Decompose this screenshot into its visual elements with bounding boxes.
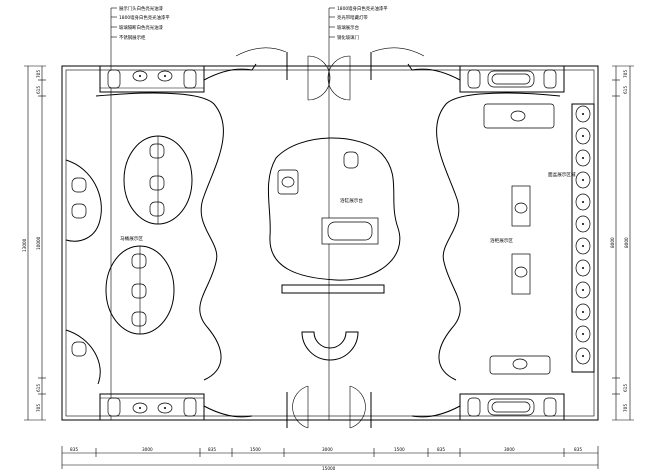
dim-bottom-7: 835 [437,447,445,452]
entrance-bottom [286,385,372,429]
dim-left-5: 705 [36,404,41,412]
note-right-1: 1800墙身白色亮光油漆平 [337,5,388,12]
basin-drain [582,157,584,159]
booth-top-left [99,65,205,93]
dim-right-2: 615 [623,86,628,94]
basin-drain [582,113,584,115]
note-right-2: 亮光带暗藏灯带 [337,14,368,21]
dim-right-total: 8000 [624,237,629,248]
zone-labels: 马桶展示区 浴缸展示台 浴柜展示区 面盆展示区域 [120,171,576,244]
dim-bottom-total: 15000 [322,466,336,471]
basin-drain [582,355,584,357]
dim-bottom-1: 835 [70,447,78,452]
basin-drain [582,245,584,247]
basin-drain [582,179,584,181]
basin-drain [582,201,584,203]
booth-bottom-right [459,393,565,421]
toilet-display-wall-left [65,159,102,385]
note-left-1: 展示门头白色亮光油漆 [119,5,164,12]
zone-label-right: 浴柜展示区 [490,237,513,244]
basin-drain [582,223,584,225]
booth-bottom-left [99,393,205,421]
dim-right-5: 705 [623,404,628,412]
note-left-4: 不锈钢展示柜 [119,34,146,41]
dim-bottom-9: 835 [574,447,582,452]
dim-bottom-3: 835 [208,447,216,452]
dim-bottom-2: 3000 [142,447,153,452]
dimension-right: 705 615 8000 615 705 8000 [610,65,634,421]
dim-right-3: 8000 [610,237,615,248]
center-island [267,137,401,361]
dim-left-1: 705 [36,70,41,78]
entrance-top [286,52,372,101]
zone-label-left: 马桶展示区 [120,235,143,242]
basin-drain [582,333,584,335]
dim-bottom-5: 3000 [322,447,333,452]
zone-label-right-wall: 面盆展示区域 [548,171,576,178]
note-left-3: 玻璃隔断白色亮光油漆 [119,24,164,31]
basin-drain [582,267,584,269]
note-right-3: 玻璃展示台 [337,24,360,31]
dim-left-total: 13000 [22,238,27,252]
basin-wall [571,103,595,373]
toilet-display-lower [105,245,175,335]
dimension-bottom: 835 3000 835 1500 3000 1500 835 3000 835… [61,446,599,471]
vanity-displays [483,103,555,375]
basin-drain [582,289,584,291]
wavy-boundaries [95,92,561,381]
basin-drain [582,311,584,313]
dim-left-3: 10000 [36,236,41,250]
basin-drain [582,135,584,137]
dim-right-4: 615 [623,384,628,392]
booth-top-right [459,65,565,93]
note-right-4: 钢化玻璃门 [337,34,359,41]
dim-left-2: 615 [36,86,41,94]
dimension-left: 705 615 10000 615 705 13000 [22,65,46,421]
note-left-2: 1800墙身白色亮光油漆平 [119,14,170,21]
dim-bottom-4: 1500 [250,447,261,452]
curved-partitions [203,47,461,418]
dim-right-1: 705 [623,70,628,78]
dim-bottom-8: 3000 [504,447,515,452]
dim-bottom-6: 1500 [394,447,405,452]
notes-right: 1800墙身白色亮光油漆平 亮光带暗藏灯带 玻璃展示台 钢化玻璃门 [337,5,388,41]
toilet-display-upper [123,135,193,225]
zone-label-center: 浴缸展示台 [340,197,363,204]
notes-left: 展示门头白色亮光油漆 1800墙身白色亮光油漆平 玻璃隔断白色亮光油漆 不锈钢展… [119,5,170,41]
dim-left-4: 615 [36,384,41,392]
